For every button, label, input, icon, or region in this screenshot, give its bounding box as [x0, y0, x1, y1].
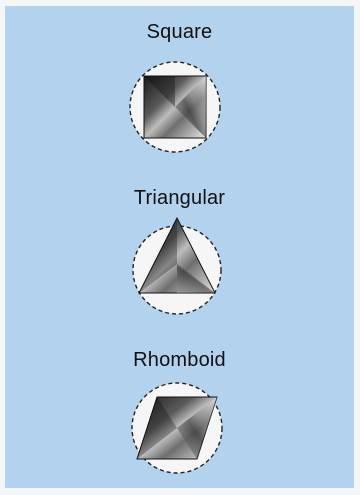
diagram-panel: Square Triangular Rhomboid: [5, 6, 354, 488]
rhomboid-prism-icon: [132, 383, 222, 473]
triangular-prism-icon: [133, 218, 221, 314]
square-prism-icon: [130, 62, 220, 152]
shape-diagram: [5, 6, 354, 488]
